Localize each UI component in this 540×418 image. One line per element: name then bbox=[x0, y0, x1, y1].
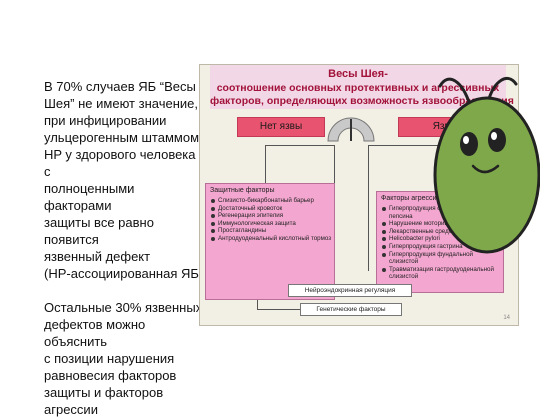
text-line: Шея” не имеют значение, bbox=[44, 96, 198, 111]
aggression-factor-item: Гиперпродукция соляной кислоты и пепсина bbox=[381, 205, 503, 220]
aggression-factor-item: Гиперпродукция фундальной слизистой bbox=[381, 251, 503, 266]
aggression-factor-item: Helicobacter pylori bbox=[381, 235, 503, 243]
protective-factor-item: Антродуоденальный кислотный тормоз bbox=[210, 235, 334, 243]
protective-factors-panel: Защитные факторы Слизисто-бикарбонатный … bbox=[205, 183, 335, 300]
text-line: защиты все равно появится bbox=[44, 215, 154, 247]
text-line: равновесия факторов bbox=[44, 368, 177, 383]
text-line: Остальные 30% язвенных bbox=[44, 300, 203, 315]
protective-factor-item: Достаточный кровоток bbox=[210, 205, 334, 213]
connector-line bbox=[439, 145, 440, 183]
scale-gauge-icon bbox=[327, 117, 375, 142]
aggression-factor-item: Травматизация гастродуоденальной слизист… bbox=[381, 266, 503, 281]
connector-line bbox=[265, 145, 334, 146]
connector-line bbox=[257, 299, 258, 309]
aggression-factor-item: Гиперпродукция гастрина bbox=[381, 243, 503, 251]
text-line: ульцерогенным штаммом bbox=[44, 130, 200, 145]
aggression-factors-heading: Факторы агрессии bbox=[381, 195, 441, 202]
text-line: при инфицировании bbox=[44, 113, 167, 128]
protective-factor-item: Простагландины bbox=[210, 227, 334, 235]
text-line: защиты и факторов bbox=[44, 385, 164, 400]
connector-line bbox=[368, 145, 369, 271]
aggression-factor-item: Нарушение моторики bbox=[381, 220, 503, 228]
slide-title-box: Весы Шея- соотношение основных протектив… bbox=[210, 65, 514, 109]
text-line: (HP-ассоциированная ЯБ) bbox=[44, 266, 204, 281]
protective-factor-item: Регенерация эпителия bbox=[210, 212, 334, 220]
text-line: агрессии bbox=[44, 402, 98, 417]
text-line: с позиции нарушения bbox=[44, 351, 175, 366]
connector-line bbox=[265, 145, 266, 183]
aggression-factor-item: Лекарственные средства bbox=[381, 228, 503, 236]
genetic-factors-box: Генетические факторы bbox=[300, 303, 402, 316]
text-line: HP у здорового человека с bbox=[44, 147, 196, 179]
text-line: дефектов можно объяснить bbox=[44, 317, 146, 349]
text-line: язвенный дефект bbox=[44, 249, 151, 264]
ulcer-label: Язва bbox=[398, 117, 490, 137]
slide-title-line-1: Весы Шея- bbox=[328, 68, 388, 80]
explanation-paragraph-balance: Остальные 30% язвенных дефектов можно объ… bbox=[44, 299, 204, 418]
text-line: В 70% случаев ЯБ “Весы bbox=[44, 79, 196, 94]
connector-line bbox=[368, 145, 439, 146]
slide-page-number: 14 bbox=[503, 315, 510, 321]
protective-factors-heading: Защитные факторы bbox=[210, 187, 275, 194]
slide-title-line-2: соотношение основных протективных и агре… bbox=[216, 82, 500, 94]
paragraph-gap bbox=[44, 282, 204, 299]
embedded-slide: Весы Шея- соотношение основных протектив… bbox=[199, 64, 519, 326]
aggression-factors-panel: Факторы агрессии Гиперпродукция соляной … bbox=[376, 191, 504, 293]
protective-factor-item: Слизисто-бикарбонатный барьер bbox=[210, 197, 334, 205]
no-ulcer-label: Нет язвы bbox=[237, 117, 325, 137]
text-line: полноценными факторами bbox=[44, 181, 135, 213]
protective-factor-item: Иммунологическая защита bbox=[210, 220, 334, 228]
neuroendocrine-regulation-box: Нейроэндокринная регуляция bbox=[288, 284, 412, 297]
